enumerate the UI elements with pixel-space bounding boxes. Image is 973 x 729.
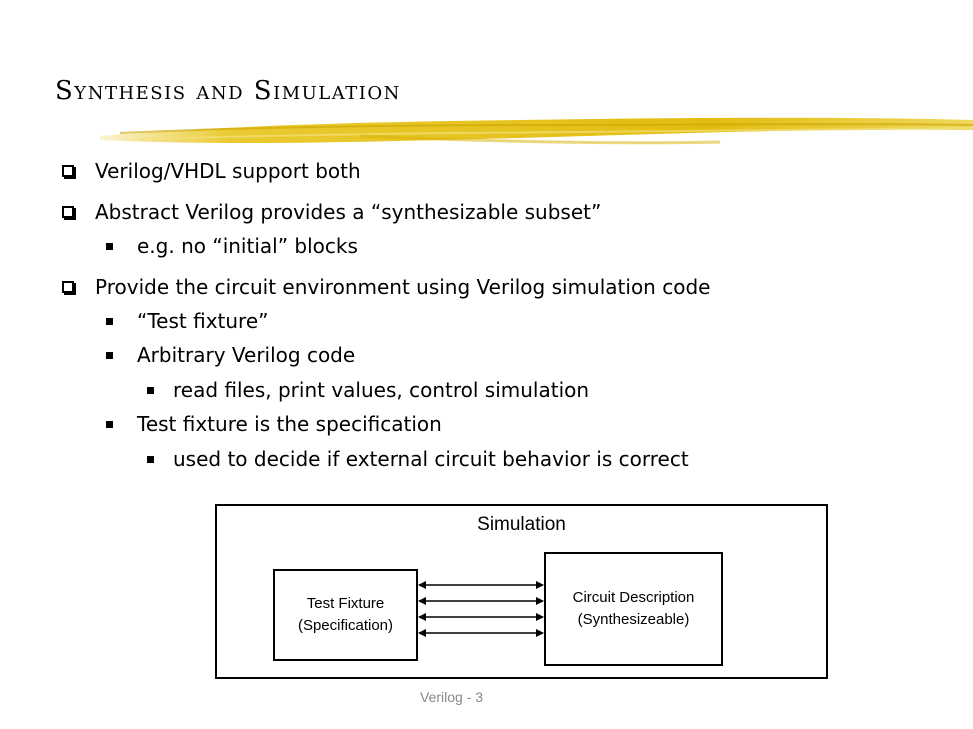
square-bullet-icon [62, 281, 74, 293]
bullet-text: Provide the circuit environment using Ve… [95, 275, 711, 299]
subsubbullet-decide-correct: used to decide if external circuit behav… [147, 446, 689, 472]
small-square-bullet-icon [106, 421, 113, 428]
small-square-bullet-icon [147, 387, 154, 394]
small-square-bullet-icon [147, 456, 154, 463]
simulation-label: Simulation [477, 514, 566, 535]
circuit-description-box: Circuit Description (Synthesizeable) [544, 552, 723, 666]
subbullet-arbitrary-code: Arbitrary Verilog code [106, 342, 355, 368]
square-bullet-icon [62, 165, 74, 177]
slide-title: Synthesis and Simulation [55, 76, 401, 106]
circuit-label: Circuit Description [572, 589, 695, 606]
bullet-text: read files, print values, control simula… [173, 378, 590, 402]
connection-arrows [418, 581, 544, 637]
bullet-text: “Test fixture” [137, 309, 269, 333]
subbullet-specification: Test fixture is the specification [106, 411, 442, 437]
simulation-diagram: Simulation Test Fixture (Specification) … [215, 504, 828, 679]
bullet-text: used to decide if external circuit behav… [173, 447, 689, 471]
test-fixture-label: Test Fixture [306, 595, 385, 612]
bullet-text: Abstract Verilog provides a “synthesizab… [95, 200, 602, 224]
small-square-bullet-icon [106, 243, 113, 250]
small-square-bullet-icon [106, 352, 113, 359]
bullet-abstract-verilog: Abstract Verilog provides a “synthesizab… [62, 199, 601, 225]
square-bullet-icon [62, 206, 74, 218]
bullet-text: Verilog/VHDL support both [95, 159, 361, 183]
small-square-bullet-icon [106, 318, 113, 325]
title-underline-brush [100, 117, 973, 145]
subbullet-test-fixture: “Test fixture” [106, 308, 269, 334]
bullet-text: e.g. no “initial” blocks [137, 234, 358, 258]
bullet-text: Test fixture is the specification [137, 412, 442, 436]
bullet-text: Arbitrary Verilog code [137, 343, 356, 367]
slide-footer: Verilog - 3 [420, 689, 484, 705]
bullet-verilog-vhdl: Verilog/VHDL support both [62, 158, 361, 184]
subbullet-no-initial: e.g. no “initial” blocks [106, 233, 358, 259]
circuit-sublabel: (Synthesizeable) [577, 611, 690, 628]
subsubbullet-read-files: read files, print values, control simula… [147, 377, 589, 403]
test-fixture-sublabel: (Specification) [297, 617, 394, 634]
test-fixture-box: Test Fixture (Specification) [273, 569, 418, 661]
bullet-circuit-environment: Provide the circuit environment using Ve… [62, 274, 710, 300]
